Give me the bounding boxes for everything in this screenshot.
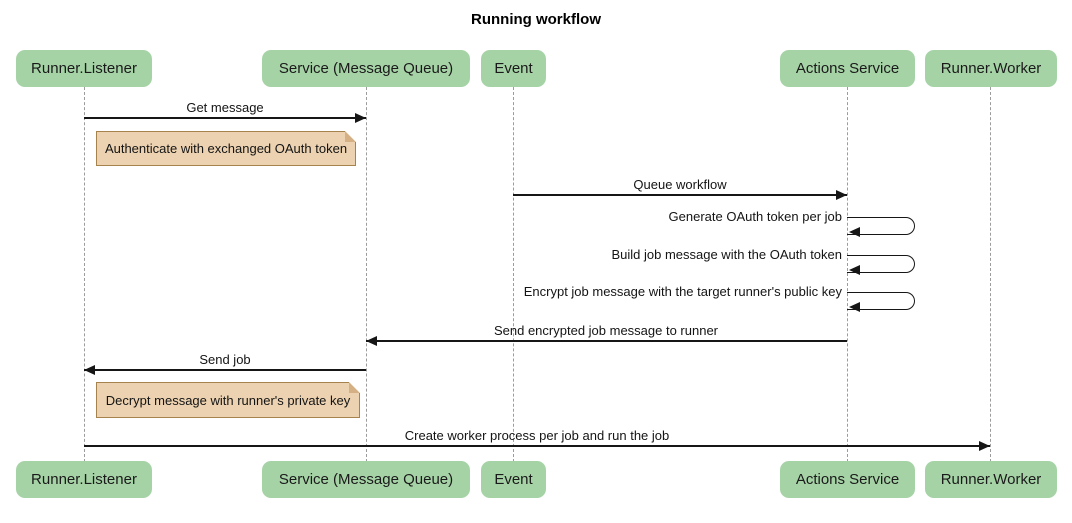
lifeline-runner-listener (83, 87, 85, 462)
message-line-get-message (84, 117, 366, 119)
message-line-send-encrypted-job (366, 340, 847, 342)
message-label-queue-workflow: Queue workflow (633, 177, 727, 192)
participant-bottom-runner-worker: Runner.Worker (925, 461, 1057, 498)
message-line-queue-workflow (513, 194, 847, 196)
note-authenticate-oauth: Authenticate with exchanged OAuth token (96, 130, 357, 166)
participant-bottom-runner-listener: Runner.Listener (16, 461, 152, 498)
participant-top-runner-listener: Runner.Listener (16, 50, 152, 87)
message-label-build-job-message: Build job message with the OAuth token (611, 247, 842, 262)
participant-top-actions-service: Actions Service (780, 50, 915, 87)
arrowhead-get-message (355, 112, 366, 123)
arrowhead-send-encrypted-job (366, 335, 377, 346)
self-loop-build-job-message (847, 255, 915, 273)
message-label-generate-oauth-token: Generate OAuth token per job (668, 209, 842, 224)
self-loop-encrypt-job-message (847, 292, 915, 310)
participant-bottom-service-message-queue: Service (Message Queue) (262, 461, 470, 498)
message-line-send-job (84, 369, 366, 371)
message-label-send-job: Send job (199, 352, 251, 367)
lifeline-runner-worker (990, 87, 991, 462)
participant-top-runner-worker: Runner.Worker (925, 50, 1057, 87)
message-line-create-worker (84, 445, 990, 447)
participant-bottom-actions-service: Actions Service (780, 461, 915, 498)
arrowhead-generate-oauth-token (849, 226, 860, 237)
message-label-create-worker: Create worker process per job and run th… (404, 428, 670, 443)
lifeline-actions-service (846, 87, 848, 462)
message-label-send-encrypted-job: Send encrypted job message to runner (493, 323, 719, 338)
arrowhead-create-worker (979, 440, 990, 451)
self-loop-generate-oauth-token (847, 217, 915, 235)
arrowhead-queue-workflow (836, 189, 847, 200)
participant-bottom-event: Event (481, 461, 546, 498)
lifeline-event (513, 87, 514, 462)
lifeline-service-message-queue (365, 87, 367, 462)
arrowhead-encrypt-job-message (849, 301, 860, 312)
participant-top-event: Event (481, 50, 546, 87)
arrowhead-send-job (84, 364, 95, 375)
note-decrypt-private-key: Decrypt message with runner's private ke… (96, 381, 361, 418)
diagram-title: Running workflow (471, 11, 601, 28)
participant-top-service-message-queue: Service (Message Queue) (262, 50, 470, 87)
message-label-get-message: Get message (186, 100, 264, 115)
arrowhead-build-job-message (849, 264, 860, 275)
message-label-encrypt-job-message: Encrypt job message with the target runn… (523, 284, 842, 299)
